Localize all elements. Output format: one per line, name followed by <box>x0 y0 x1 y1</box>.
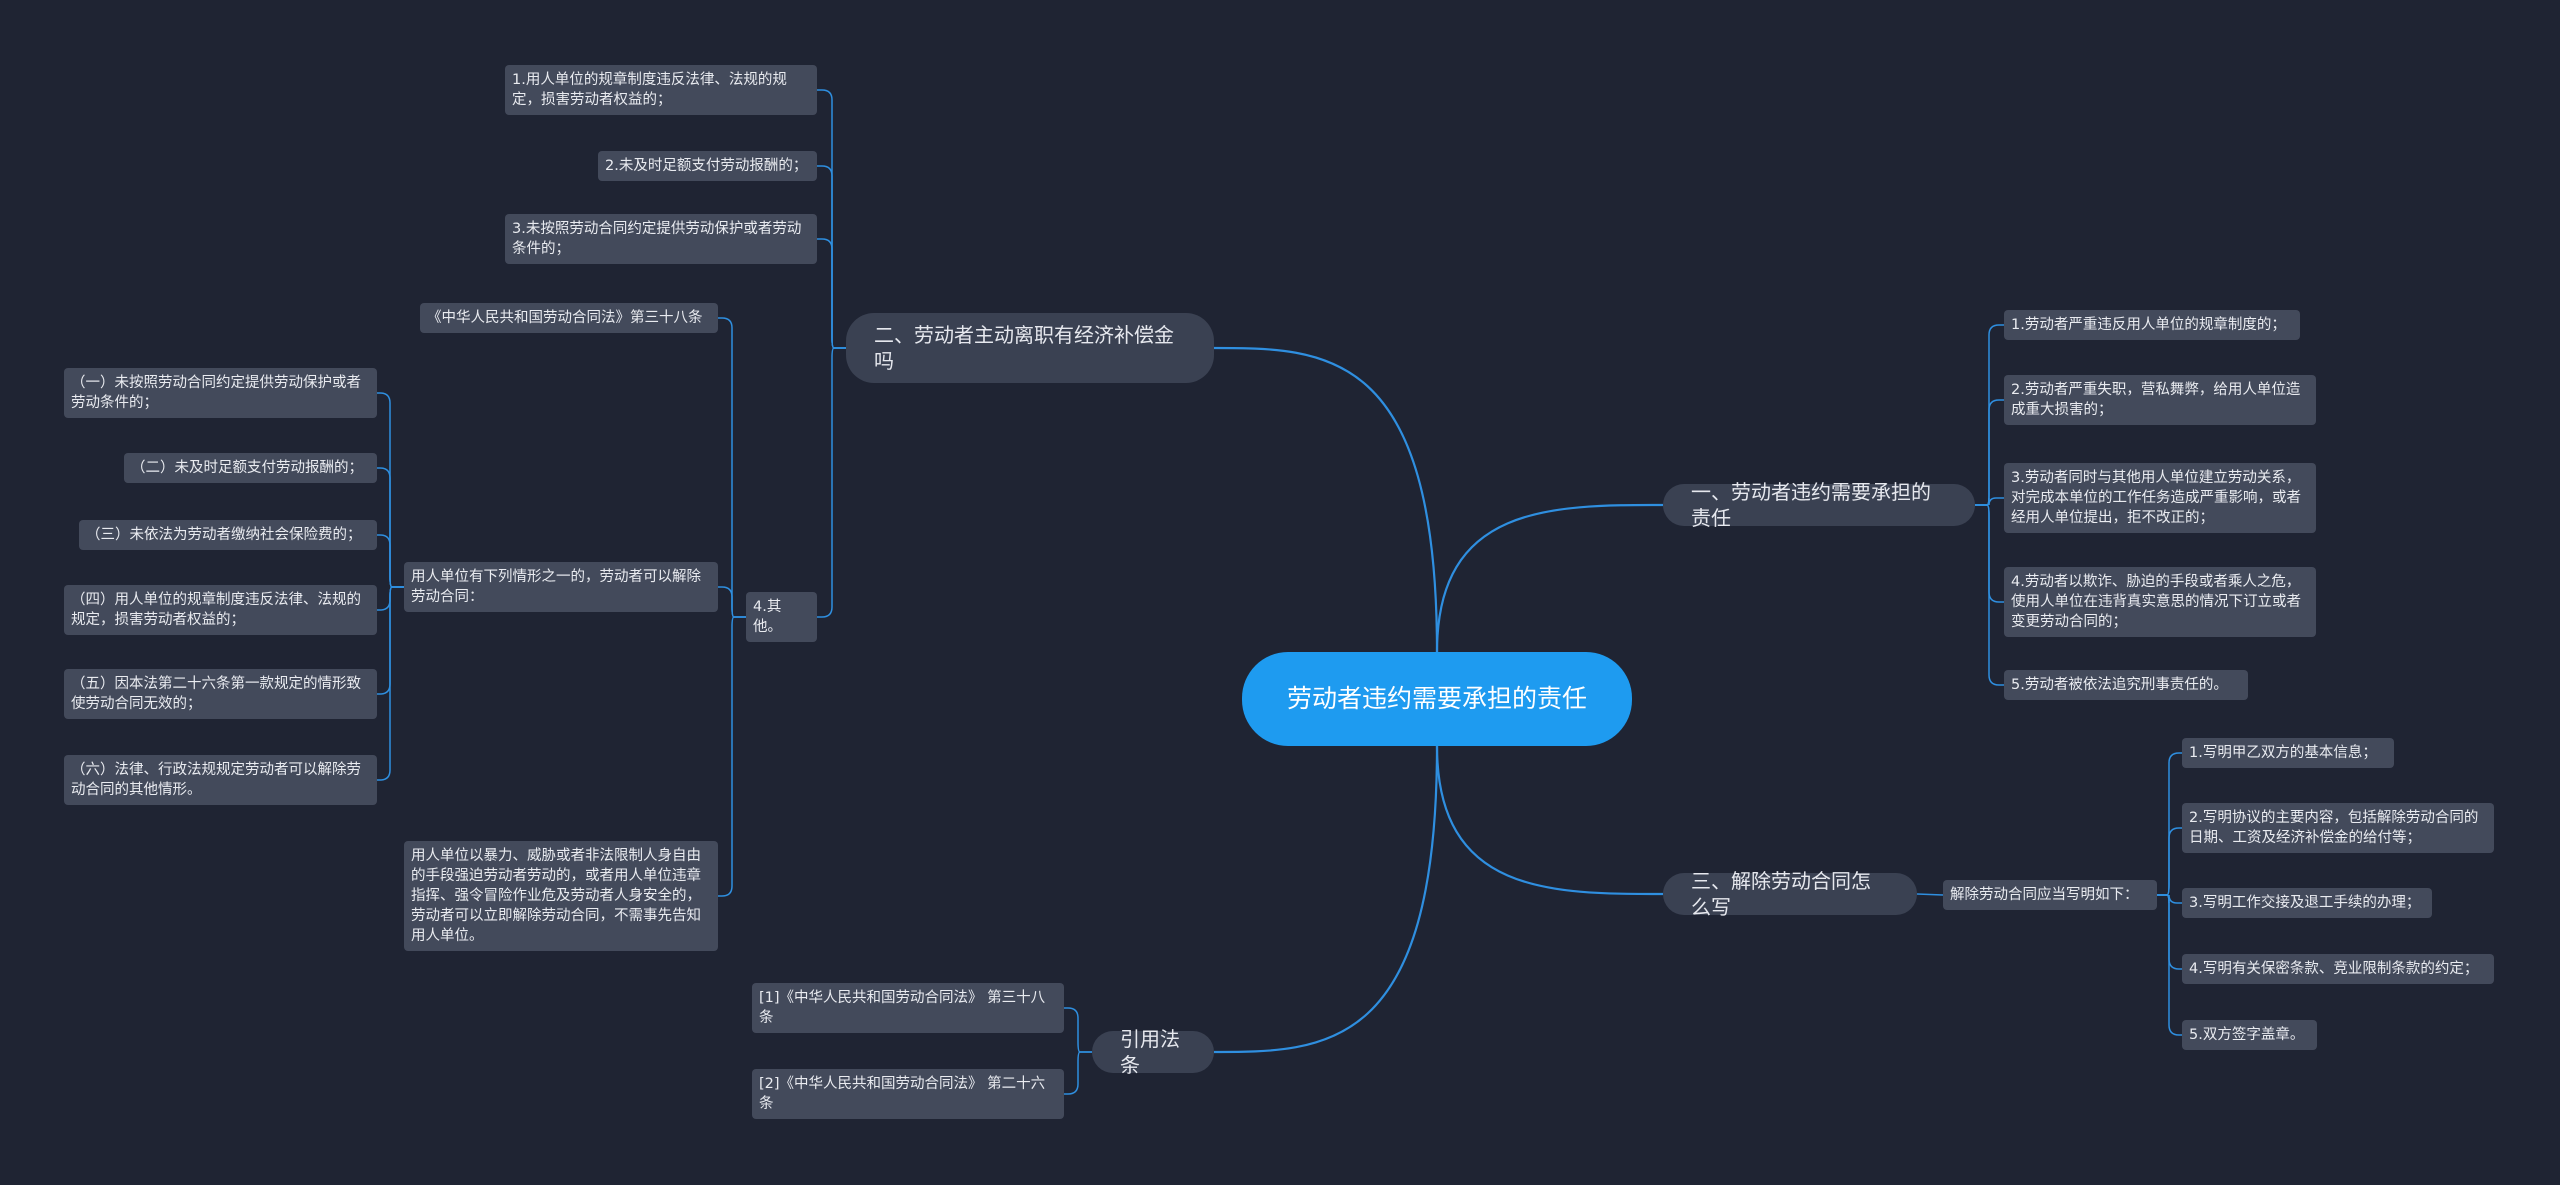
resignation-item-1[interactable]: 1.用人单位的规章制度违反法律、法规的规定，损害劳动者权益的； <box>505 65 817 115</box>
resignation-item-2[interactable]: 2.未及时足额支付劳动报酬的； <box>598 151 817 181</box>
responsibility-item-2[interactable]: 2.劳动者严重失职，营私舞弊，给用人单位造成重大损害的； <box>2004 375 2316 425</box>
law-article-38[interactable]: 《中华人民共和国劳动合同法》第三十八条 <box>420 303 718 333</box>
link-resignation-item-other-law-article-38 <box>718 317 746 618</box>
branch-cited-laws[interactable]: 引用法条 <box>1092 1027 1214 1077</box>
link-root-branch-cited-laws <box>1213 745 1439 1054</box>
branch-how-to-write-termination[interactable]: 三、解除劳动合同怎么写 <box>1663 869 1917 919</box>
link-resignation-item-other-termination-intro <box>718 586 746 618</box>
resignation-item-3[interactable]: 3.未按照劳动合同约定提供劳动保护或者劳动条件的； <box>505 214 817 264</box>
termination-writing-intro[interactable]: 解除劳动合同应当写明如下： <box>1943 880 2157 910</box>
link-resignation-item-other-termination-immediate <box>718 616 746 897</box>
writing-item-2[interactable]: 2.写明协议的主要内容，包括解除劳动合同的日期、工资及经济补偿金的给付等； <box>2182 803 2494 853</box>
link-termination-intro-termination-case-6 <box>377 586 404 781</box>
link-branch-responsibility-responsibility-item-5 <box>1975 504 2004 686</box>
termination-case-1[interactable]: （一）未按照劳动合同约定提供劳动保护或者劳动条件的； <box>64 368 377 418</box>
cited-law-1[interactable]: [1]《中华人民共和国劳动合同法》 第三十八条 <box>752 983 1064 1033</box>
link-termination-writing-intro-writing-item-2 <box>2157 827 2182 896</box>
resignation-item-other[interactable]: 4.其他。 <box>746 592 817 642</box>
link-termination-writing-intro-writing-item-5 <box>2157 894 2182 1036</box>
responsibility-item-4[interactable]: 4.劳动者以欺诈、胁迫的手段或者乘人之危，使用人单位在违背真实意思的情况下订立或… <box>2004 567 2316 637</box>
link-branch-responsibility-responsibility-item-2 <box>1975 399 2004 506</box>
termination-case-2[interactable]: （二）未及时足额支付劳动报酬的； <box>124 453 377 483</box>
responsibility-item-5[interactable]: 5.劳动者被依法追究刑事责任的。 <box>2004 670 2248 700</box>
link-branch-how-to-write-termination-termination-writing-intro <box>1916 893 1944 896</box>
link-branch-resignation-compensation-resignation-item-3 <box>817 238 846 349</box>
termination-case-3[interactable]: （三）未依法为劳动者缴纳社会保险费的； <box>79 520 377 550</box>
writing-item-4[interactable]: 4.写明有关保密条款、竞业限制条款的约定； <box>2182 954 2494 984</box>
link-branch-responsibility-responsibility-item-3 <box>1975 497 2004 506</box>
branch-resignation-compensation[interactable]: 二、劳动者主动离职有经济补偿金吗 <box>846 313 1214 383</box>
link-branch-resignation-compensation-resignation-item-other <box>817 347 846 618</box>
link-root-branch-how-to-write-termination <box>1435 745 1664 896</box>
writing-item-1[interactable]: 1.写明甲乙双方的基本信息； <box>2182 738 2394 768</box>
cited-law-2[interactable]: [2]《中华人民共和国劳动合同法》 第二十六条 <box>752 1069 1064 1119</box>
root-topic[interactable]: 劳动者违约需要承担的责任 <box>1242 652 1632 746</box>
responsibility-item-1[interactable]: 1.劳动者严重违反用人单位的规章制度的； <box>2004 310 2300 340</box>
termination-case-4[interactable]: （四）用人单位的规章制度违反法律、法规的规定，损害劳动者权益的； <box>64 585 377 635</box>
link-branch-cited-laws-cited-law-1 <box>1064 1007 1092 1053</box>
link-root-branch-resignation-compensation <box>1213 346 1439 653</box>
termination-immediate[interactable]: 用人单位以暴力、威胁或者非法限制人身自由的手段强迫劳动者劳动的，或者用人单位违章… <box>404 841 718 951</box>
branch-responsibility[interactable]: 一、劳动者违约需要承担的责任 <box>1663 480 1975 530</box>
link-root-branch-responsibility <box>1435 503 1664 653</box>
termination-case-6[interactable]: （六）法律、行政法规规定劳动者可以解除劳动合同的其他情形。 <box>64 755 377 805</box>
termination-case-5[interactable]: （五）因本法第二十六条第一款规定的情形致使劳动合同无效的； <box>64 669 377 719</box>
link-termination-intro-termination-case-3 <box>377 534 404 588</box>
writing-item-3[interactable]: 3.写明工作交接及退工手续的办理； <box>2182 888 2432 918</box>
link-branch-cited-laws-cited-law-2 <box>1064 1051 1092 1095</box>
writing-item-5[interactable]: 5.双方签字盖章。 <box>2182 1020 2317 1050</box>
termination-intro[interactable]: 用人单位有下列情形之一的，劳动者可以解除劳动合同： <box>404 562 718 612</box>
responsibility-item-3[interactable]: 3.劳动者同时与其他用人单位建立劳动关系，对完成本单位的工作任务造成严重影响，或… <box>2004 463 2316 533</box>
